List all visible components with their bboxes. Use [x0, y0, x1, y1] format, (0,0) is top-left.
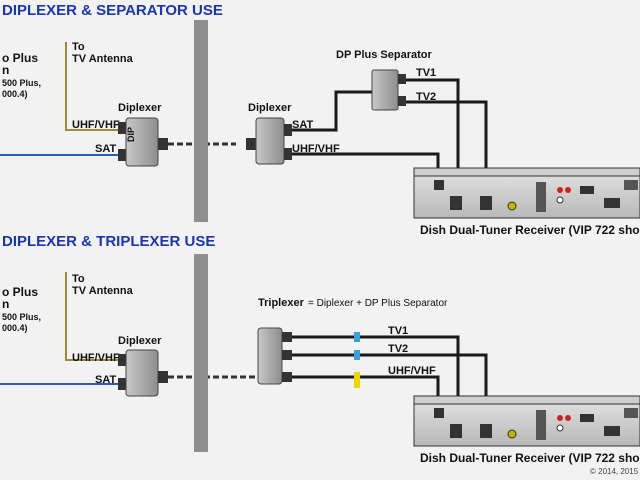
bottom-left-label-2: n	[2, 297, 9, 311]
receiver-bottom	[413, 395, 640, 447]
diplexer-left-label-bottom: Diplexer	[118, 335, 162, 347]
uhf-vhf-left-label-bottom: UHF/VHF	[72, 352, 120, 364]
receiver-top-label: Dish Dual-Tuner Receiver (VIP 722 sho	[420, 223, 640, 237]
wall	[194, 20, 208, 222]
diplexer-left-label: Diplexer	[118, 102, 162, 114]
antenna-cable-bottom	[65, 272, 118, 361]
sat-right-label: SAT	[292, 119, 313, 131]
top-title: DIPLEXER & SEPARATOR USE	[2, 2, 223, 19]
copyright: © 2014, 2015	[590, 467, 639, 476]
diplexer-left-bottom	[118, 349, 168, 397]
sat-to-separator-cable	[292, 90, 372, 132]
top-left-label-3: 500 Plus,	[2, 78, 41, 88]
tv-antenna-label: TV Antenna	[72, 53, 134, 65]
sat-left-label-bottom: SAT	[95, 374, 116, 386]
sat-left-label: SAT	[95, 143, 116, 155]
wall-bottom	[194, 254, 208, 452]
tv1-label: TV1	[416, 67, 436, 79]
uhf-vhf-right-label: UHF/VHF	[292, 143, 340, 155]
top-left-label-4: 000.4)	[2, 89, 28, 99]
diplexer-left: DIP	[118, 117, 168, 167]
cable-tag-tv1	[354, 332, 360, 342]
tv2-label-bottom: TV2	[388, 343, 408, 355]
diplexer-right	[246, 117, 292, 165]
tv1-label-bottom: TV1	[388, 325, 408, 337]
top-left-label-1: o Plus	[2, 51, 38, 65]
bottom-left-label-3: 500 Plus,	[2, 312, 41, 322]
diplexer-right-label: Diplexer	[248, 102, 292, 114]
cable-tag-uhf	[354, 372, 360, 388]
dp-plus-separator	[371, 69, 406, 111]
bottom-left-label-4: 000.4)	[2, 323, 28, 333]
tv1-cable	[406, 78, 460, 208]
top-left-label-2: n	[2, 63, 9, 77]
tv2-label: TV2	[416, 91, 436, 103]
triplexer-title: Triplexer	[258, 297, 305, 309]
tv-antenna-label-bottom: TV Antenna	[72, 285, 134, 297]
uhf-vhf-label-bottom: UHF/VHF	[388, 365, 436, 377]
bottom-section: DIPLEXER & TRIPLEXER USE o Plus n 500 Pl…	[0, 233, 640, 476]
top-section: DIPLEXER & SEPARATOR USE o Plus n 500 Pl…	[0, 2, 640, 237]
separator-title: DP Plus Separator	[336, 49, 432, 61]
receiver-top	[413, 167, 640, 219]
svg-text:DIP: DIP	[126, 127, 136, 142]
to-label: To	[72, 41, 85, 53]
bottom-title: DIPLEXER & TRIPLEXER USE	[2, 233, 215, 250]
triplexer	[257, 327, 292, 385]
cable-tag-tv2	[354, 350, 360, 360]
uhf-vhf-left-label: UHF/VHF	[72, 119, 120, 131]
bottom-left-label-1: o Plus	[2, 285, 38, 299]
to-label-bottom: To	[72, 273, 85, 285]
receiver-bottom-label: Dish Dual-Tuner Receiver (VIP 722 sho	[420, 451, 640, 465]
antenna-cable	[65, 42, 118, 131]
triplexer-note: = Diplexer + DP Plus Separator	[308, 298, 448, 309]
